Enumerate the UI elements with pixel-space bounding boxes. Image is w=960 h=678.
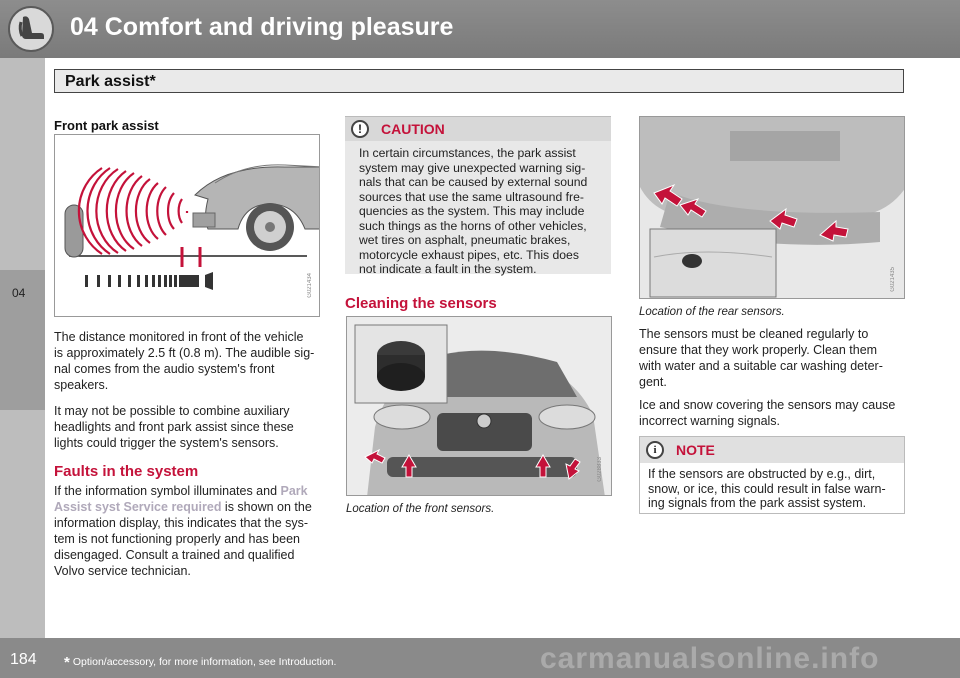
display-message-text: Assist syst Service required — [54, 500, 222, 514]
section-title: Park assist* — [65, 73, 156, 90]
text-line: ensure that they work properly. Clean th… — [639, 343, 878, 357]
chapter-side-strip: 04 — [0, 58, 45, 638]
text-line: system may give unexpected warning sig- — [359, 160, 586, 175]
rear-sensors-caption: Location of the rear sensors. — [639, 306, 785, 318]
text-line: Ice and snow covering the sensors may ca… — [639, 398, 896, 412]
footnote-text: Option/accessory, for more information, … — [72, 656, 337, 668]
text-line: tem is not functioning properly and has … — [54, 532, 300, 546]
text-line: Volvo service technician. — [54, 564, 191, 578]
text-line: ing signals from the park assist system. — [648, 496, 867, 510]
text-line: speakers. — [54, 378, 109, 392]
caution-title: CAUTION — [381, 121, 445, 137]
front-park-assist-figure: G021434 — [54, 134, 320, 317]
figure-code: G021435 — [890, 267, 896, 292]
page-number: 184 — [10, 651, 37, 668]
text-line: not indicate a fault in the system. — [359, 262, 537, 276]
text-line: sources that use the same ultrasound fre… — [359, 189, 584, 204]
note-title: NOTE — [676, 442, 715, 458]
rear-paragraph-2: Ice and snow covering the sensors may ca… — [639, 397, 914, 429]
arrow-icon — [565, 458, 581, 480]
arrow-icon — [535, 454, 551, 478]
text-line: information display, this indicates that… — [54, 516, 309, 530]
figure-code: G028833 — [597, 457, 603, 482]
text-line: wet tires on asphalt, pneumatic brakes, — [359, 233, 571, 247]
text-line: disengaged. Consult a trained and qualif… — [54, 548, 295, 562]
text-line: nals that can be caused by external soun… — [359, 175, 588, 189]
text-span: is shown on the — [221, 500, 312, 514]
text-line: quencies as the system. This may include — [359, 204, 585, 218]
front-park-assist-illustration — [64, 164, 319, 290]
text-span: If the information symbol illuminates an… — [54, 484, 281, 498]
caution-icon: ! — [351, 120, 369, 138]
text-line: If the sensors are obstructed by e.g., d… — [648, 467, 876, 481]
chapter-tab-label: 04 — [12, 286, 26, 300]
text-line: gent. — [639, 375, 667, 389]
note-text: If the sensors are obstructed by e.g., d… — [648, 467, 898, 511]
arrow-icon — [819, 219, 849, 242]
chapter-title: 04 Comfort and driving pleasure — [70, 13, 454, 41]
watermark: carmanualsonline.info — [540, 642, 880, 675]
rear-paragraph-1: The sensors must be cleaned regularly to… — [639, 326, 914, 390]
text-line: headlights and front park assist since t… — [54, 420, 294, 434]
front-sensors-photo — [347, 317, 611, 495]
arrow-icon — [653, 183, 683, 207]
arrow-icon — [364, 448, 386, 464]
arrow-icon — [769, 207, 798, 230]
text-line: motorcycle exhaust pipes, etc. This does — [359, 247, 579, 262]
text-line: lights could trigger the system's sensor… — [54, 436, 279, 450]
caution-header: ! CAUTION — [345, 117, 611, 141]
text-line: The distance monitored in front of the v… — [54, 330, 304, 344]
chapter-header: 04 Comfort and driving pleasure — [0, 0, 960, 58]
front-paragraph-1: The distance monitored in front of the v… — [54, 329, 324, 393]
rear-sensors-figure: G021435 — [639, 116, 905, 299]
note-box: i NOTE If the sensors are obstructed by … — [639, 436, 905, 514]
text-line: such things as the horns of other vehicl… — [359, 218, 587, 233]
caution-box: ! CAUTION In certain circumstances, the … — [345, 116, 611, 277]
info-icon: i — [646, 441, 664, 459]
chapter-tab — [0, 270, 45, 410]
text-line: In certain circumstances, the park assis… — [359, 146, 576, 160]
text-line: It may not be possible to combine auxili… — [54, 404, 290, 418]
footnote: *Option/accessory, for more information,… — [64, 654, 336, 671]
figure-code: G021434 — [307, 273, 313, 298]
faults-paragraph: If the information symbol illuminates an… — [54, 483, 329, 579]
text-line: The sensors must be cleaned regularly to — [639, 327, 869, 341]
front-sensors-caption: Location of the front sensors. — [346, 503, 495, 515]
front-park-assist-heading: Front park assist — [54, 118, 159, 133]
seat-icon — [8, 6, 54, 52]
caution-text: In certain circumstances, the park assis… — [359, 146, 603, 277]
text-line: If the information symbol illuminates an… — [54, 483, 329, 499]
rear-sensors-photo — [640, 117, 904, 298]
text-line: incorrect warning signals. — [639, 414, 781, 428]
faults-heading: Faults in the system — [54, 463, 199, 480]
footnote-mark: * — [64, 654, 70, 671]
text-line: is approximately 2.5 ft (0.8 m). The aud… — [54, 346, 315, 360]
text-line: nal comes from the audio system's front — [54, 362, 275, 376]
page-footer: 184 *Option/accessory, for more informat… — [0, 638, 960, 678]
arrow-icon — [401, 454, 417, 478]
front-paragraph-2: It may not be possible to combine auxili… — [54, 403, 324, 451]
column-front-park-assist: Front park assist — [54, 118, 324, 133]
arrow-icon — [679, 198, 707, 218]
cleaning-heading: Cleaning the sensors — [345, 295, 497, 312]
text-line: snow, or ice, this could result in false… — [648, 481, 886, 496]
text-line: Assist syst Service required is shown on… — [54, 499, 329, 515]
display-message-text: Park — [280, 484, 308, 498]
section-bar: Park assist* — [54, 69, 904, 93]
text-line: with water and a suitable car washing de… — [639, 359, 883, 373]
front-sensors-figure: G028833 — [346, 316, 612, 496]
note-header: i NOTE — [640, 437, 904, 463]
